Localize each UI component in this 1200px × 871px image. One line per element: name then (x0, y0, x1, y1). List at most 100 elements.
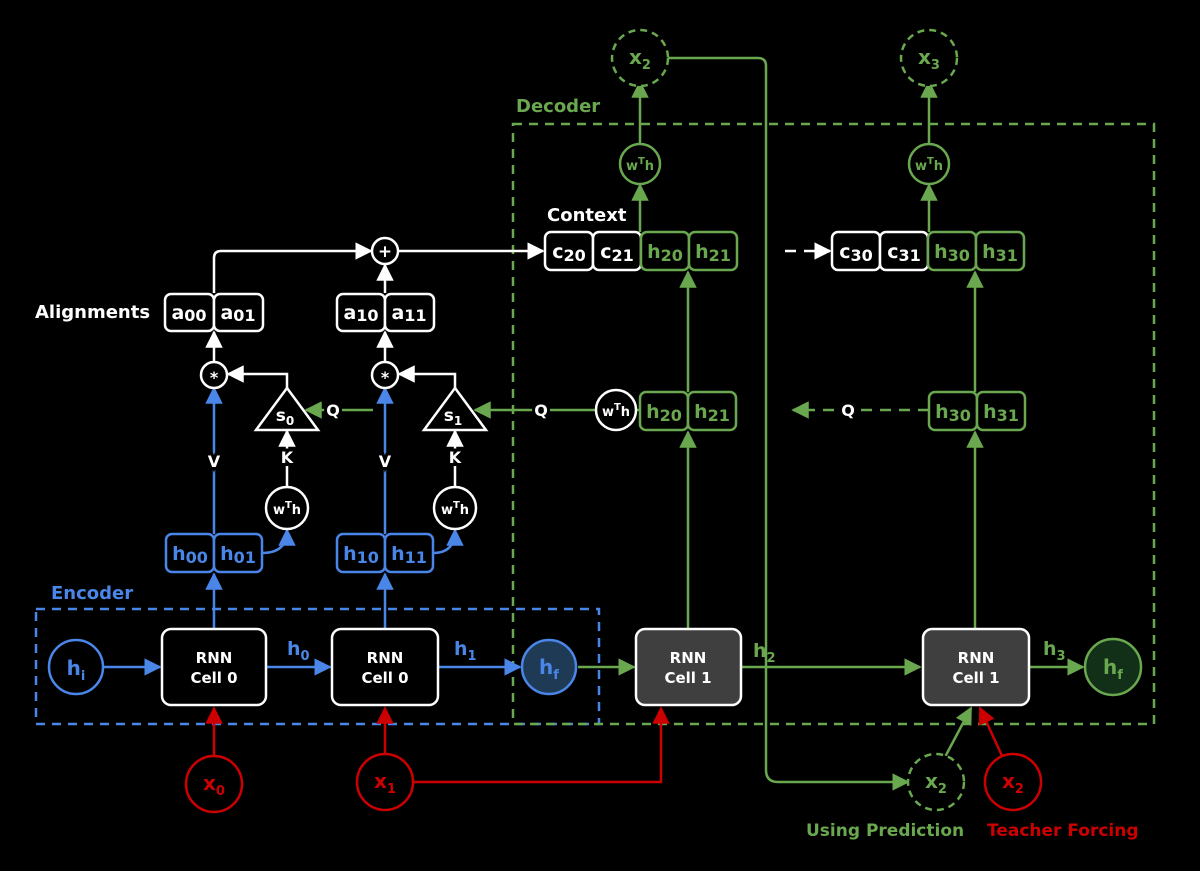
multiply-sign-0: * (210, 368, 219, 387)
wth-query-label: wTh (602, 402, 630, 420)
v-label-1: V (379, 452, 392, 471)
hf-enc-label: hf (539, 655, 559, 683)
h2-label: h2 (753, 640, 776, 666)
c30-cell: c30 (839, 241, 873, 265)
rnn-cell-enc-0-line2: Cell 0 (190, 669, 237, 687)
h0-label: h0 (287, 638, 310, 664)
h0-vector: h00 h01 (164, 532, 264, 574)
decoder-label: Decoder (516, 96, 600, 117)
wth-label-0: wTh (273, 500, 301, 518)
score-s0 (253, 385, 321, 432)
arrow-x2-teacher (978, 706, 1005, 759)
s1-label: s1 (444, 406, 462, 428)
rnn-cell-enc-1-line2: Cell 0 (361, 669, 408, 687)
k-label-1: K (449, 448, 462, 467)
a01-cell: a01 (220, 302, 255, 325)
rnn-cell-enc-0 (160, 627, 268, 707)
h1-label: h1 (454, 638, 477, 664)
h00-cell: h00 (172, 543, 208, 567)
h31-cell: h31 (983, 401, 1019, 425)
hi-label: hi (67, 656, 86, 684)
alignment-vector-1: a10 a11 (335, 292, 436, 333)
rnn-cell-dec-1-line2: Cell 1 (952, 669, 999, 687)
rnn-cell-dec-1-line1: RNN (958, 649, 995, 667)
x0-label: x0 (203, 771, 225, 799)
context-vector-3: c30 c31 h30 h31 (830, 230, 1026, 272)
x3-output-node (899, 28, 959, 88)
h30-cell: h30 (935, 401, 971, 425)
c20-cell: c20 (552, 241, 586, 265)
x0-node (184, 754, 244, 814)
context-label: Context (547, 205, 627, 226)
wth-output-node-3 (907, 142, 951, 186)
sum-node (370, 236, 400, 266)
arrow-a0-to-plus (212, 242, 373, 293)
h01-cell: h01 (220, 543, 256, 567)
h20-ctx-cell: h20 (647, 241, 683, 265)
x1-label: x1 (374, 769, 396, 797)
alignment-vector-0: a00 a01 (163, 292, 265, 333)
rnn-cell-dec-0 (634, 627, 743, 707)
encoder-region (34, 607, 601, 726)
multiply-node-1 (370, 360, 400, 390)
arrow-s0-to-star0 (226, 365, 289, 388)
rnn-cell-dec-0-line1: RNN (670, 649, 707, 667)
q-label-0: Q (326, 401, 340, 420)
h20-cell: h20 (646, 401, 682, 425)
hf-node-enc (520, 638, 578, 696)
alignments-label: Alignments (35, 302, 150, 323)
multiply-node-0 (199, 360, 229, 390)
rnn-cell-enc-1 (330, 627, 440, 707)
v-label-0: V (208, 452, 221, 471)
q-label-2: Q (841, 401, 855, 420)
teacher-forcing-label: Teacher Forcing (987, 821, 1139, 841)
wth-node-0 (264, 485, 310, 531)
h3-vector: h30 h31 (927, 390, 1027, 432)
a10-cell: a10 (343, 302, 378, 325)
arrow-h11-to-wth (432, 528, 464, 555)
x2-output-node (610, 28, 670, 88)
h30-ctx-cell: h30 (934, 241, 970, 265)
wth-output-label-3: wTh (915, 156, 943, 174)
encoder-label: Encoder (51, 583, 133, 604)
hi-node (47, 638, 105, 696)
score-s1 (421, 385, 489, 432)
wth-query-node (594, 388, 638, 432)
h21-cell: h21 (694, 401, 730, 425)
wth-node-1 (432, 485, 478, 531)
rnn-cell-dec-1 (921, 627, 1031, 707)
sum-sign: + (378, 242, 392, 262)
arrow-x2-feedback (668, 56, 910, 791)
arrow-h01-to-wth (261, 528, 296, 555)
h2-vector: h20 h21 (638, 390, 738, 432)
decoder-region (511, 122, 1156, 726)
arrow-s1-to-star1 (397, 365, 457, 388)
x2-prediction-node (906, 752, 966, 812)
arrow-x1-to-dec-cell1 (411, 706, 670, 784)
q-label-1: Q (534, 401, 548, 420)
multiply-sign-1: * (381, 368, 390, 387)
c31-cell: c31 (887, 241, 921, 265)
rnn-cell-enc-0-line1: RNN (196, 649, 233, 667)
k-label-0: K (281, 448, 294, 467)
x1-node (355, 752, 415, 812)
x3-output-label: x3 (918, 45, 940, 73)
arrow-x2-prediction (943, 706, 973, 758)
using-prediction-label: Using Prediction (806, 821, 964, 841)
wth-output-node-2 (618, 142, 662, 186)
x2-prediction-label: x2 (925, 769, 947, 797)
x2-teacher-label: x2 (1002, 769, 1024, 797)
hf-dec-label: hf (1103, 655, 1123, 683)
hf-node-dec (1083, 637, 1143, 697)
rnn-cell-dec-0-line2: Cell 1 (664, 669, 711, 687)
h1-vector: h10 h11 (335, 532, 435, 574)
x2-output-label: x2 (629, 45, 651, 73)
context-vector-2: c20 c21 h20 h21 (543, 230, 739, 272)
wth-label-1: wTh (441, 500, 469, 518)
wth-output-label-2: wTh (626, 156, 654, 174)
h31-ctx-cell: h31 (982, 241, 1018, 265)
c21-cell: c21 (600, 241, 634, 265)
rnn-cell-enc-1-line1: RNN (367, 649, 404, 667)
h3-label: h3 (1043, 638, 1066, 664)
